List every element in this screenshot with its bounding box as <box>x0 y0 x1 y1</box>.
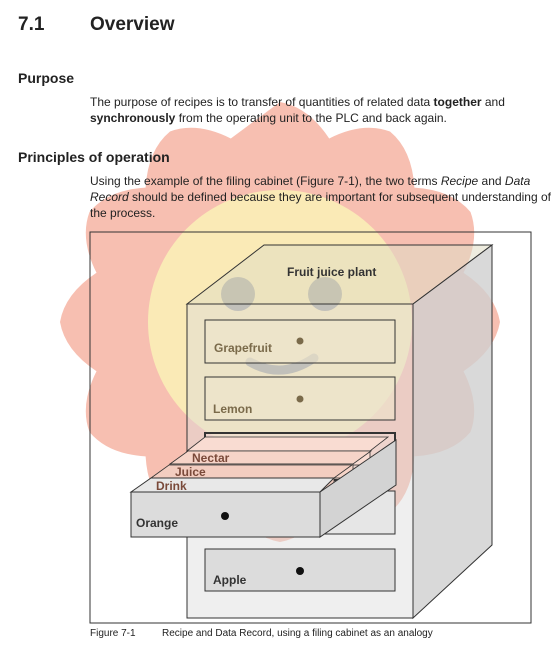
record-label-drink: Drink <box>156 479 187 493</box>
figure-caption-number: Figure 7-1 <box>90 628 136 639</box>
drawer-knob-icon <box>221 512 229 520</box>
record-label-juice: Juice <box>175 465 206 479</box>
drawer-orange <box>130 491 321 538</box>
principles-heading: Principles of operation <box>18 149 170 165</box>
figure-frame <box>89 231 532 624</box>
figure-caption-text: Recipe and Data Record, using a filing c… <box>162 628 433 639</box>
record-sheet-nectar <box>185 436 390 452</box>
cabinet-side <box>412 244 493 620</box>
drawer-knob-icon <box>296 337 304 345</box>
principles-paragraph: Using the example of the filing cabinet … <box>90 174 551 220</box>
drawer-knob-icon <box>296 395 304 403</box>
purpose-paragraph: The purpose of recipes is to transfer of… <box>90 95 505 125</box>
drawer-label-lemon: Lemon <box>213 402 252 416</box>
drawer-label-apple: Apple <box>213 573 247 587</box>
record-label-nectar: Nectar <box>192 451 230 465</box>
section-number: 7.1 <box>18 14 45 35</box>
section-title: Overview <box>90 14 175 35</box>
drawer-label-grapefruit: Grapefruit <box>214 341 272 355</box>
purpose-heading: Purpose <box>18 70 75 86</box>
cabinet-label: Fruit juice plant <box>287 265 376 279</box>
drawer-label-orange: Orange <box>136 516 178 530</box>
drawer-knob-icon <box>296 567 304 575</box>
